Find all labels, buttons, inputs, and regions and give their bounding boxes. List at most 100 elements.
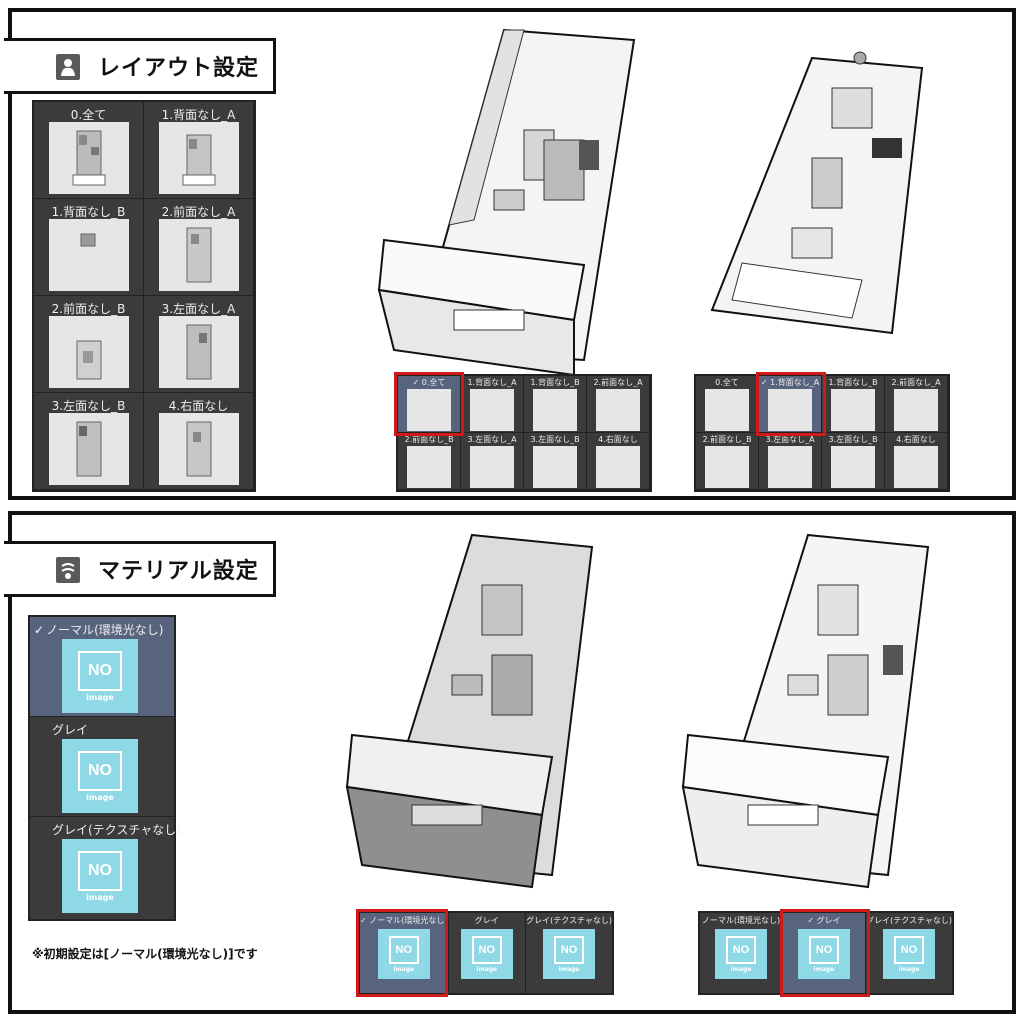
layout-option-1[interactable]: 1.背面なし_A bbox=[144, 102, 254, 199]
layout-thumbnail bbox=[158, 122, 239, 194]
layout-thumbnail bbox=[596, 389, 640, 431]
option-label: 2.前面なし_B bbox=[404, 435, 454, 444]
layout-thumbnail bbox=[831, 446, 875, 488]
option-label: グレイ bbox=[52, 723, 89, 737]
layout-thumbnail bbox=[470, 389, 514, 431]
layout-thumbnail bbox=[470, 446, 514, 488]
option-label: 0.全て bbox=[715, 378, 739, 387]
option-label: 1.背面なし_A bbox=[161, 108, 236, 122]
layout-option-3[interactable]: 2.前面なし_A bbox=[885, 376, 948, 433]
layout-thumbnail bbox=[705, 446, 749, 488]
check-icon: ✓ bbox=[412, 378, 420, 387]
layout-option-1[interactable]: ✓ 1.背面なし_A bbox=[759, 376, 822, 433]
option-label: ✓ ノーマル(環境光なし) bbox=[360, 916, 448, 925]
option-label: 1.背面なし_A bbox=[467, 378, 517, 387]
option-label: 2.前面なし_A bbox=[593, 378, 643, 387]
layout-panel-example-no-back: 0.全て ✓ 1.背面なし_A 1.背面なし_B 2.前面なし_A 2.前面なし… bbox=[694, 374, 950, 492]
layout-thumbnail bbox=[158, 316, 239, 388]
option-label: 4.右面なし bbox=[168, 399, 229, 413]
layout-option-3[interactable]: 2.前面なし_A bbox=[587, 376, 650, 433]
layout-option-7[interactable]: 4.右面なし bbox=[885, 433, 948, 490]
option-label: グレイ bbox=[474, 916, 499, 925]
layout-option-6[interactable]: 3.左面なし_B bbox=[524, 433, 587, 490]
option-label: グレイ(テクスチャなし) bbox=[866, 916, 952, 925]
check-icon: ✓ bbox=[807, 916, 815, 925]
option-label: 3.左面なし_A bbox=[765, 435, 815, 444]
option-label: 2.前面なし_B bbox=[702, 435, 752, 444]
check-icon: ✓ bbox=[34, 623, 45, 637]
layout-thumbnail bbox=[533, 446, 577, 488]
option-label: ✓ 0.全て bbox=[412, 378, 446, 387]
layout-option-5[interactable]: 3.左面なし_A bbox=[144, 296, 254, 393]
option-label: 2.前面なし_A bbox=[161, 205, 236, 219]
layout-option-2[interactable]: 1.背面なし_B bbox=[822, 376, 885, 433]
layout-thumbnail bbox=[158, 219, 239, 291]
layout-thumbnail bbox=[407, 389, 451, 431]
room-render-normal bbox=[345, 533, 594, 889]
layout-options-grid: 0.全て 1.背面なし_A 1.背面なし_B 2.前面なし_A 2.前面なし_B… bbox=[32, 100, 256, 492]
option-label: グレイ(テクスチャなし) bbox=[52, 823, 181, 837]
layout-option-0[interactable]: 0.全て bbox=[34, 102, 144, 199]
layout-option-4[interactable]: 2.前面なし_B bbox=[398, 433, 461, 490]
option-label: グレイ(テクスチャなし) bbox=[526, 916, 612, 925]
selection-highlight bbox=[356, 909, 448, 997]
option-label: 0.全て bbox=[70, 108, 107, 122]
option-label: 1.背面なし_B bbox=[530, 378, 580, 387]
layout-thumbnail bbox=[407, 446, 451, 488]
layout-option-7[interactable]: 4.右面なし bbox=[144, 393, 254, 490]
layout-thumbnail bbox=[768, 446, 812, 488]
check-icon: ✓ bbox=[360, 916, 367, 925]
layout-thumbnail bbox=[48, 413, 129, 485]
option-label: 3.左面なし_A bbox=[161, 302, 236, 316]
layout-option-6[interactable]: 3.左面なし_B bbox=[34, 393, 144, 490]
option-label: ✓ノーマル(環境光なし) bbox=[34, 623, 164, 637]
layout-thumbnail bbox=[48, 316, 129, 388]
option-label: ノーマル(環境光なし) bbox=[701, 916, 781, 925]
layout-option-2[interactable]: 1.背面なし_B bbox=[34, 199, 144, 296]
layout-option-4[interactable]: 2.前面なし_B bbox=[696, 433, 759, 490]
material-section-title: マテリアル設定 bbox=[98, 558, 259, 584]
layout-option-0[interactable]: ✓ 0.全て bbox=[398, 376, 461, 433]
layout-thumbnail bbox=[48, 219, 129, 291]
option-label: 4.右面なし bbox=[896, 435, 936, 444]
layout-option-4[interactable]: 2.前面なし_B bbox=[34, 296, 144, 393]
layout-thumbnail bbox=[894, 446, 938, 488]
selection-highlight bbox=[780, 909, 870, 997]
layout-option-0[interactable]: 0.全て bbox=[696, 376, 759, 433]
layout-section-header: レイアウト設定 bbox=[4, 38, 276, 94]
layout-thumbnail bbox=[596, 446, 640, 488]
layout-option-6[interactable]: 3.左面なし_B bbox=[822, 433, 885, 490]
layout-thumbnail bbox=[831, 389, 875, 431]
layout-section-title: レイアウト設定 bbox=[98, 55, 260, 81]
room-render-all bbox=[377, 28, 636, 376]
layout-option-3[interactable]: 2.前面なし_A bbox=[144, 199, 254, 296]
layout-option-2[interactable]: 1.背面なし_B bbox=[524, 376, 587, 433]
option-label: 3.左面なし_B bbox=[530, 435, 580, 444]
layout-option-7[interactable]: 4.右面なし bbox=[587, 433, 650, 490]
layout-option-5[interactable]: 3.左面なし_A bbox=[759, 433, 822, 490]
layout-option-5[interactable]: 3.左面なし_A bbox=[461, 433, 524, 490]
material-section-header: マテリアル設定 bbox=[4, 541, 276, 597]
layout-option-1[interactable]: 1.背面なし_A bbox=[461, 376, 524, 433]
option-label: ✓ グレイ bbox=[807, 916, 841, 925]
layout-thumbnail bbox=[768, 389, 812, 431]
option-label: 3.左面なし_A bbox=[467, 435, 517, 444]
figure-icon bbox=[56, 54, 80, 80]
layout-settings-panel: レイアウト設定 0.全て 1.背面なし_A 1.背面なし_B 2.前面なし_A … bbox=[4, 8, 1016, 500]
layout-thumbnail bbox=[158, 413, 239, 485]
